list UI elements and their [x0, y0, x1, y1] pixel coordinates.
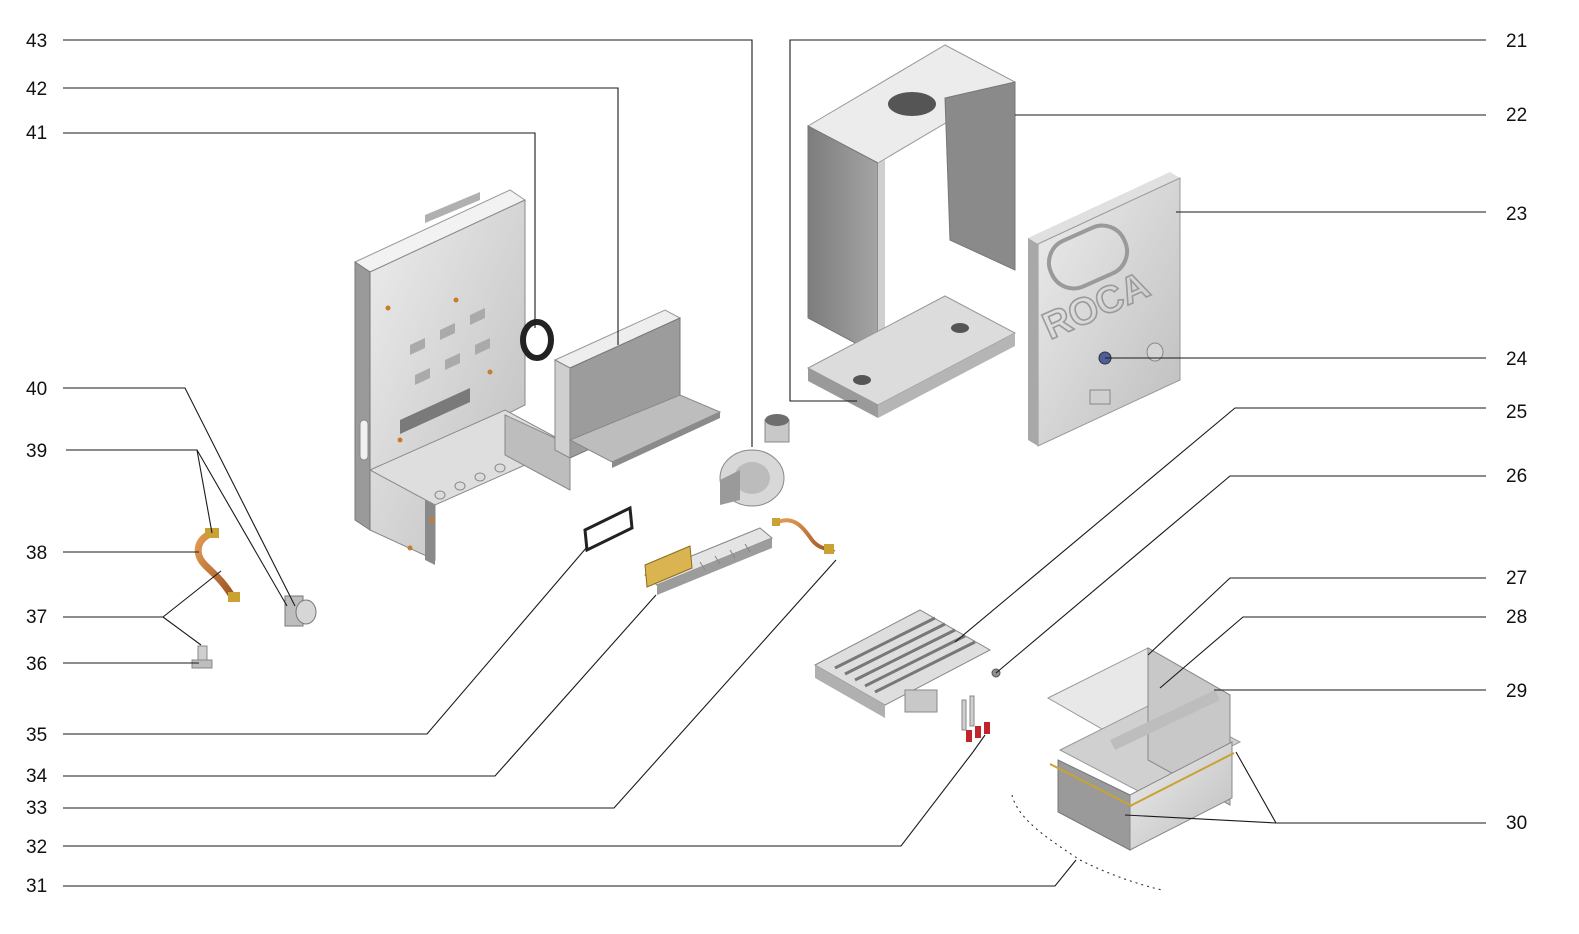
- callout-25: 25: [1506, 402, 1528, 423]
- gasket-frame: [583, 505, 634, 553]
- callout-36: 36: [26, 654, 48, 675]
- leader-21: [789, 39, 1486, 402]
- callout-39: 39: [26, 441, 48, 462]
- callout-30: 30: [1506, 813, 1528, 834]
- callout-40: 40: [26, 379, 48, 400]
- seal-ring: [520, 319, 554, 361]
- leader-35: [63, 546, 588, 735]
- fitting: [191, 645, 213, 669]
- callout-35: 35: [26, 725, 48, 746]
- leader-lines: [63, 39, 1486, 891]
- leader-41: [63, 132, 536, 328]
- front-panel: ROCA: [1028, 172, 1181, 447]
- leader-25: [954, 407, 1486, 643]
- leader-37b: [162, 616, 202, 646]
- callout-22: 22: [1506, 105, 1528, 126]
- callout-21: 21: [1506, 31, 1528, 52]
- valve: [284, 595, 317, 627]
- callout-42: 42: [26, 79, 48, 100]
- copper-pipe: [194, 528, 240, 602]
- callout-41: 41: [26, 123, 48, 144]
- callout-26: 26: [1506, 466, 1528, 487]
- leader-31: [63, 859, 1077, 887]
- callout-43: 43: [26, 31, 48, 52]
- callout-31: 31: [26, 876, 48, 897]
- callout-27: 27: [1506, 568, 1528, 589]
- leader-33: [63, 559, 837, 809]
- extractor-fan: [719, 414, 790, 507]
- gas-pipe: [772, 518, 836, 554]
- leader-37a: [63, 570, 222, 618]
- callout-37: 37: [26, 607, 48, 628]
- callout-33: 33: [26, 798, 48, 819]
- combustion-chamber: [553, 309, 722, 468]
- leader-39a: [66, 449, 213, 534]
- leader-30b: [1235, 751, 1277, 824]
- leader-34: [63, 594, 657, 777]
- leader-27: [1147, 577, 1486, 656]
- leader-32: [63, 751, 974, 847]
- leader-42: [63, 87, 619, 345]
- callout-38: 38: [26, 543, 48, 564]
- chassis-frame: [353, 189, 572, 565]
- leader-40: [63, 387, 296, 607]
- callout-29: 29: [1506, 681, 1528, 702]
- base-box: [1046, 647, 1242, 851]
- burner: [644, 527, 773, 595]
- electrodes: [961, 695, 990, 742]
- callout-28: 28: [1506, 607, 1528, 628]
- callout-24: 24: [1506, 349, 1528, 370]
- casing-frame: [806, 44, 1017, 418]
- leader-39b: [196, 449, 288, 607]
- callout-34: 34: [26, 766, 48, 787]
- leader-26: [995, 475, 1486, 674]
- leader-32b: [972, 734, 986, 753]
- callout-32: 32: [26, 837, 48, 858]
- leader-43: [63, 39, 753, 447]
- heat-exchanger: [813, 609, 992, 718]
- leader-28: [1159, 616, 1486, 689]
- callout-23: 23: [1506, 204, 1528, 225]
- dotted-outline: [1011, 794, 1163, 891]
